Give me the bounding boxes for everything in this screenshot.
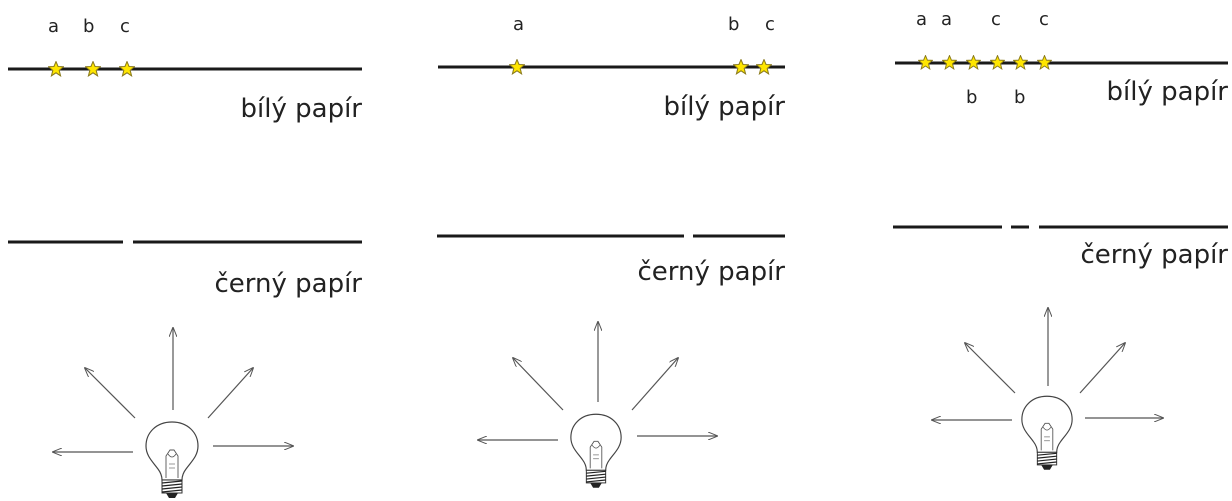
black-paper-label: černý papír <box>637 257 785 287</box>
white-paper-label: bílý papír <box>241 94 363 124</box>
light-spot-star <box>85 61 101 77</box>
point-label-c: c <box>120 16 130 37</box>
white-paper-label: bílý papír <box>1107 77 1229 107</box>
light-spot-star <box>1013 55 1028 70</box>
panel-3: a a c c b b bílý papír černý papír <box>893 9 1229 471</box>
black-paper-label: černý papír <box>1080 240 1228 270</box>
light-spot-star <box>966 55 981 70</box>
light-spot-star <box>1037 55 1052 70</box>
light-spot-star <box>733 59 749 75</box>
light-rays <box>53 328 293 452</box>
light-spot-star <box>756 59 772 75</box>
panel-2: a b c bílý papír černý papír <box>437 14 786 489</box>
point-label-c: c <box>991 9 1001 30</box>
light-spot-star <box>942 55 957 70</box>
light-bulb-icon <box>570 413 622 489</box>
panel-1: a b c bílý papír černý papír <box>8 16 363 499</box>
light-spot-star <box>918 55 933 70</box>
light-spot-star <box>48 61 64 77</box>
light-spot-star <box>509 59 525 75</box>
point-label-b: b <box>1014 87 1025 108</box>
light-rays <box>932 308 1163 420</box>
point-label-b: b <box>83 16 94 37</box>
point-label-c: c <box>1039 9 1049 30</box>
point-label-c: c <box>765 14 775 35</box>
point-label-a: a <box>916 9 927 30</box>
light-bulb-icon <box>145 421 199 499</box>
point-label-b: b <box>728 14 739 35</box>
point-label-a: a <box>48 16 59 37</box>
light-bulb-icon <box>1021 395 1073 471</box>
light-spot-star <box>990 55 1005 70</box>
light-rays <box>478 322 717 440</box>
point-label-a: a <box>513 14 524 35</box>
point-label-a: a <box>941 9 952 30</box>
point-label-b: b <box>966 87 977 108</box>
light-spot-star <box>119 61 135 77</box>
black-paper-label: černý papír <box>214 269 362 299</box>
white-paper-label: bílý papír <box>664 92 786 122</box>
